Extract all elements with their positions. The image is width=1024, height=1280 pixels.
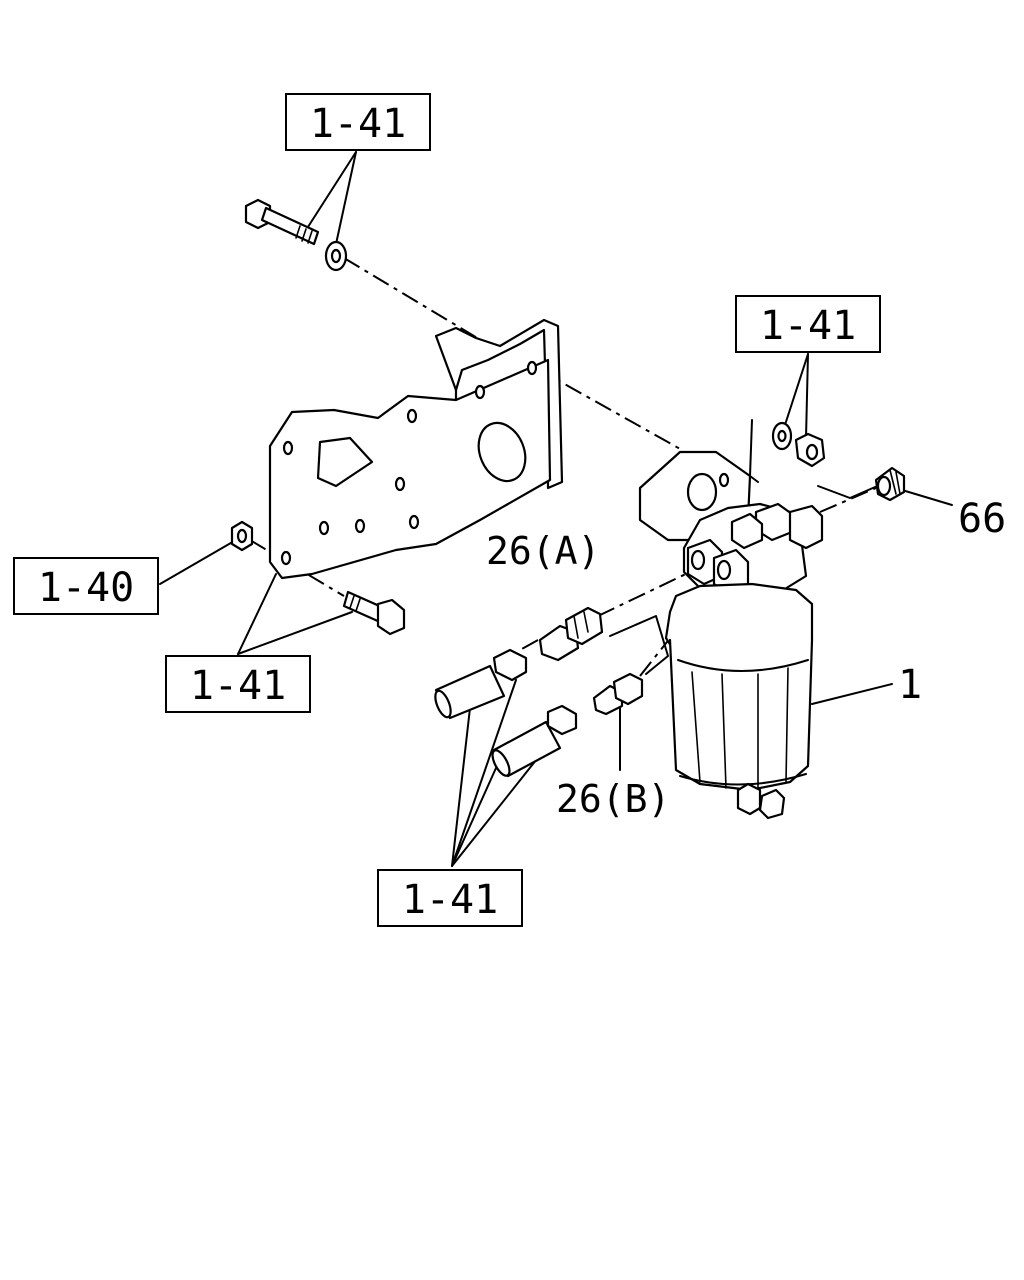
bolt-left[interactable] (342, 590, 406, 636)
clamp-lower[interactable] (546, 704, 578, 736)
ref-label-bottom: 1-41 (402, 877, 498, 923)
part-label-66: 66 (958, 496, 1006, 542)
part-label-1: 1 (898, 662, 922, 708)
washer-top[interactable] (324, 240, 348, 272)
ref-label-left: 1-40 (38, 565, 134, 611)
connector-26b[interactable] (592, 672, 644, 716)
ref-label-right: 1-41 (760, 303, 856, 349)
ref-box-mid-left[interactable]: 1-41 (165, 655, 311, 713)
part-label-26b: 26(B) (556, 777, 670, 821)
clamp-upper[interactable] (492, 648, 528, 682)
hose-lower[interactable] (489, 720, 562, 778)
ref-box-left[interactable]: 1-40 (13, 557, 159, 615)
connector-26a[interactable] (538, 606, 604, 662)
nut-left[interactable] (230, 520, 254, 552)
plug-66[interactable] (874, 466, 906, 502)
nut-right[interactable] (794, 432, 826, 468)
washer-right[interactable] (771, 421, 793, 451)
ref-box-top[interactable]: 1-41 (285, 93, 431, 151)
fuel-filter[interactable] (638, 450, 824, 820)
ref-label-mid-left: 1-41 (190, 663, 286, 709)
ref-box-bottom[interactable]: 1-41 (377, 869, 523, 927)
ref-label-top: 1-41 (310, 101, 406, 147)
mounting-bracket[interactable] (268, 318, 564, 580)
hose-upper[interactable] (432, 664, 506, 720)
ref-box-right[interactable]: 1-41 (735, 295, 881, 353)
bolt-top[interactable] (244, 198, 320, 246)
leader-lines (159, 151, 953, 867)
part-label-26a: 26(A) (486, 529, 600, 573)
